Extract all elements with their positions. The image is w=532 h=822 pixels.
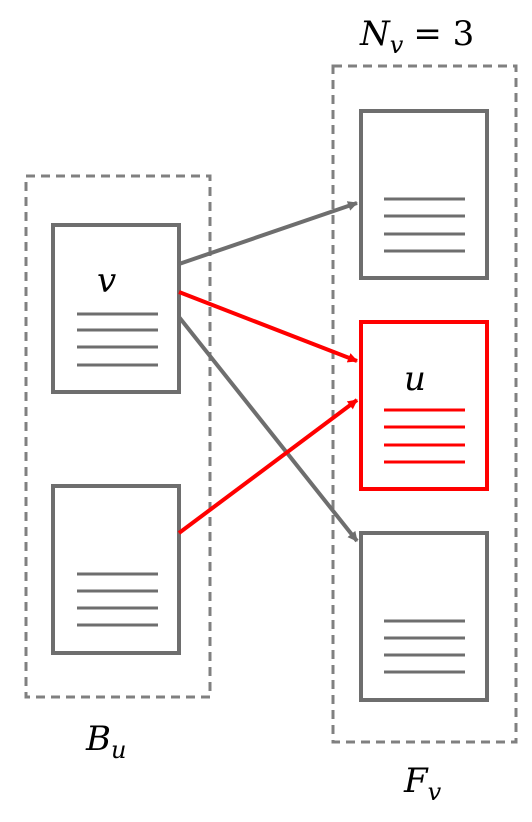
- edge-v-to-u: [178, 290, 358, 363]
- document-u-label: u: [404, 359, 426, 399]
- group-f-caption: Fv: [403, 761, 442, 806]
- f-subscript: v: [428, 778, 442, 806]
- group-b-caption: Bu: [85, 719, 126, 764]
- document-plain: [51, 484, 181, 655]
- n-equals-three: = 3: [413, 14, 474, 54]
- document-u: u: [359, 320, 489, 491]
- document-top: [359, 109, 489, 280]
- neighbor-count-label: Nv = 3: [359, 14, 474, 59]
- document-plain-frame: [51, 484, 181, 655]
- edge-plain-to-u: [177, 398, 359, 535]
- document-bottom-text-lines: [384, 619, 465, 674]
- b-variable: B: [85, 719, 111, 759]
- document-v-frame: [51, 223, 181, 394]
- edge-v-to-top: [178, 201, 358, 266]
- document-v-text-lines: [77, 312, 158, 367]
- group-f-box: [331, 64, 518, 744]
- document-v-label: v: [97, 261, 116, 301]
- document-u-frame: [359, 320, 489, 491]
- f-variable: F: [403, 761, 429, 801]
- document-u-text-lines: [384, 408, 465, 464]
- n-subscript: v: [390, 31, 404, 59]
- document-bottom-frame: [359, 531, 489, 702]
- edge-v-to-bottom: [177, 315, 359, 543]
- group-b-box: [24, 174, 212, 699]
- document-v: v: [51, 223, 181, 394]
- b-subscript: u: [111, 736, 126, 764]
- document-top-text-lines: [384, 197, 465, 253]
- n-variable: N: [359, 14, 391, 54]
- document-bottom: [359, 531, 489, 702]
- document-top-frame: [359, 109, 489, 280]
- document-plain-text-lines: [77, 572, 158, 627]
